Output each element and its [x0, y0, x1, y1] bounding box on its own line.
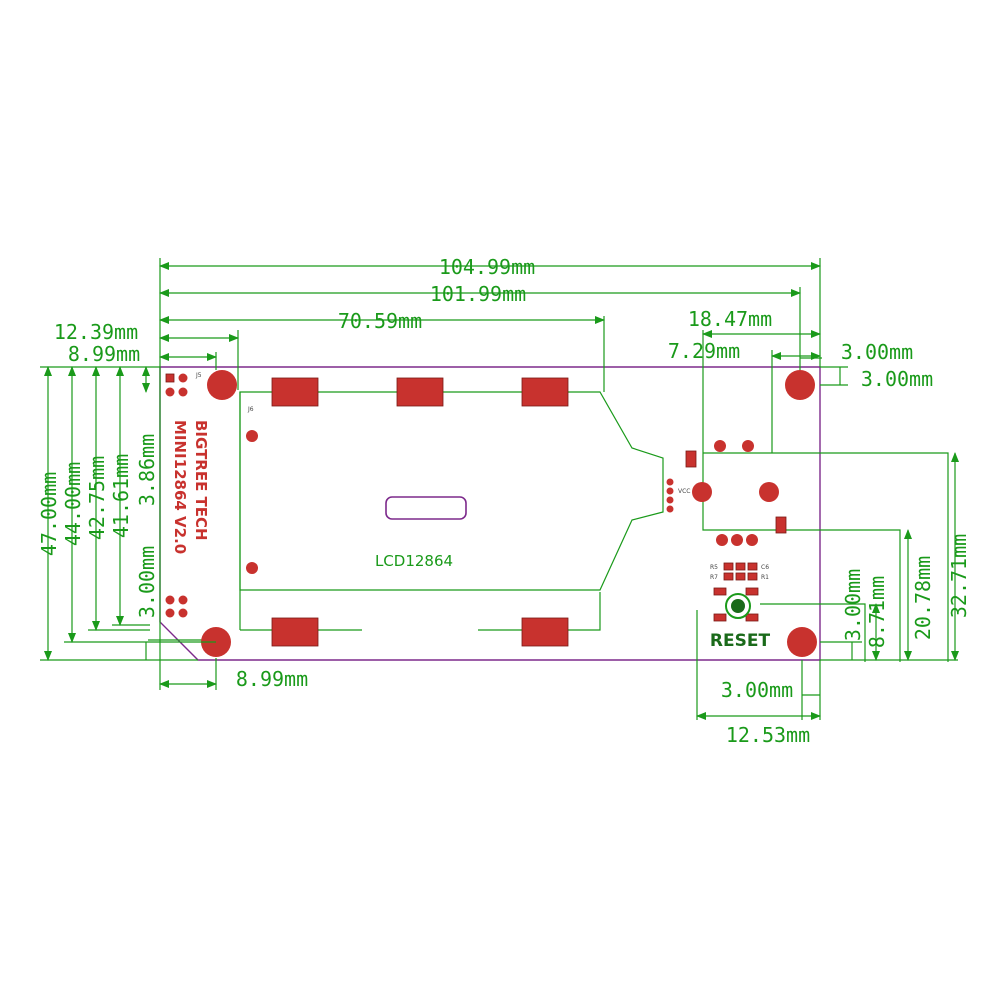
dim-height-d: 41.61mm — [109, 454, 133, 538]
bl-pad-4 — [178, 608, 188, 618]
dim-hole-span-width: 101.99mm — [430, 282, 526, 306]
reset-pad-tr — [745, 587, 759, 596]
dim-height-c: 42.75mm — [85, 456, 109, 540]
horizontal-dimensions: 104.99mm 101.99mm 70.59mm 12.39mm 8.99mm… — [54, 255, 933, 747]
dim-right-total-height: 32.71mm — [947, 534, 971, 618]
dim-bottom-right-hole-y: 3.00mm — [841, 569, 865, 641]
bl-pad-3 — [165, 608, 175, 618]
j5-pad-4 — [178, 387, 188, 397]
r5-ref: R5 — [710, 564, 718, 571]
mounting-hole-bottom-right — [787, 627, 817, 657]
dim-overall-height: 47.00mm — [37, 472, 61, 556]
j5-pad-1 — [165, 373, 175, 383]
conn-pin-3 — [666, 496, 674, 504]
vertical-dimensions-left: 47.00mm 44.00mm 42.75mm 41.61mm 3.86mm 3… — [37, 366, 216, 661]
r5-pad-2 — [735, 562, 746, 571]
lcd-pad-top-1 — [271, 377, 319, 407]
reset-trace — [760, 603, 866, 662]
encoder-mount-left — [692, 482, 712, 502]
j5-pad-3 — [165, 387, 175, 397]
dim-overall-width: 104.99mm — [439, 255, 535, 279]
dim-left-to-hole: 8.99mm — [68, 342, 140, 366]
reset-button[interactable] — [731, 599, 745, 613]
encoder-pin-bottom-2 — [731, 534, 743, 546]
pcb-board: LCD12864 J5 J6 BIGTREE TECH MINI12864 V2… — [148, 366, 949, 662]
r1-ref: R1 — [761, 574, 769, 581]
dim-left-to-lcd: 12.39mm — [54, 320, 138, 344]
vertical-dimensions-right: 3.00mm 8.71mm 20.78mm 32.71mm — [820, 452, 971, 661]
brand-silkscreen: BIGTREE TECH — [192, 420, 210, 541]
conn-pin-2 — [666, 487, 674, 495]
r1-pad — [747, 572, 758, 581]
reset-pad-tl — [713, 587, 727, 596]
bl-pad-2 — [178, 595, 188, 605]
model-silkscreen: MINI12864 V2.0 — [171, 420, 189, 554]
mounting-hole-top-right — [785, 370, 815, 400]
dim-right-block-inner: 7.29mm — [668, 339, 740, 363]
dim-right-hole-y: 3.00mm — [861, 367, 933, 391]
dim-hole-span-height: 44.00mm — [61, 462, 85, 546]
dim-bottom-left-hole: 8.99mm — [236, 667, 308, 691]
dim-height-e: 3.86mm — [135, 434, 159, 506]
dim-right-block: 18.47mm — [688, 307, 772, 331]
reset-pad-br — [745, 613, 759, 622]
dim-line-3-top-vert — [820, 366, 848, 386]
r7-pad-1 — [723, 572, 734, 581]
lcd-pad-bottom-2 — [521, 617, 569, 647]
vcc-label: VCC — [678, 488, 690, 495]
dim-left-hole-bottom: 3.00mm — [135, 546, 159, 618]
lcd-label: LCD12864 — [375, 552, 453, 570]
j6-ref: J6 — [247, 406, 254, 413]
encoder-pin-bottom-1 — [716, 534, 728, 546]
bl-pad-1 — [165, 595, 175, 605]
j5-ref: J5 — [195, 372, 202, 379]
conn-pin-4 — [666, 505, 674, 513]
lcd-window — [385, 496, 467, 520]
encoder-cap-left — [685, 450, 697, 468]
r7-ref: R7 — [710, 574, 718, 581]
lcd-frame-trace — [239, 391, 664, 591]
encoder-pin-top-1 — [714, 440, 726, 452]
lcd-pad-top-3 — [521, 377, 569, 407]
mounting-hole-top-left — [207, 370, 237, 400]
j5-pad-2 — [178, 373, 188, 383]
c6-pad — [747, 562, 758, 571]
dim-bottom-hole-x: 3.00mm — [721, 678, 793, 702]
dim-right-hole-x: 3.00mm — [841, 340, 913, 364]
reset-pad-bl — [713, 613, 727, 622]
lcd-dot-upper — [246, 430, 258, 442]
lcd-pad-bottom-1 — [271, 617, 319, 647]
r7-pad-2 — [735, 572, 746, 581]
lcd-bottom-right-trace — [478, 592, 601, 631]
dim-connector-height: 20.78mm — [911, 556, 935, 640]
encoder-mount-right — [759, 482, 779, 502]
encoder-pin-top-2 — [742, 440, 754, 452]
encoder-pin-bottom-3 — [746, 534, 758, 546]
c6-ref: C6 — [761, 564, 769, 571]
conn-pin-1 — [666, 478, 674, 486]
dim-lcd-width: 70.59mm — [338, 309, 422, 333]
reset-label: RESET — [710, 631, 771, 651]
lcd-pad-top-2 — [396, 377, 444, 407]
dim-reset-to-right: 12.53mm — [726, 723, 810, 747]
lcd-dot-lower — [246, 562, 258, 574]
r5-pad-1 — [723, 562, 734, 571]
dim-reset-height: 8.71mm — [865, 576, 889, 648]
encoder-cap-right — [775, 516, 787, 534]
